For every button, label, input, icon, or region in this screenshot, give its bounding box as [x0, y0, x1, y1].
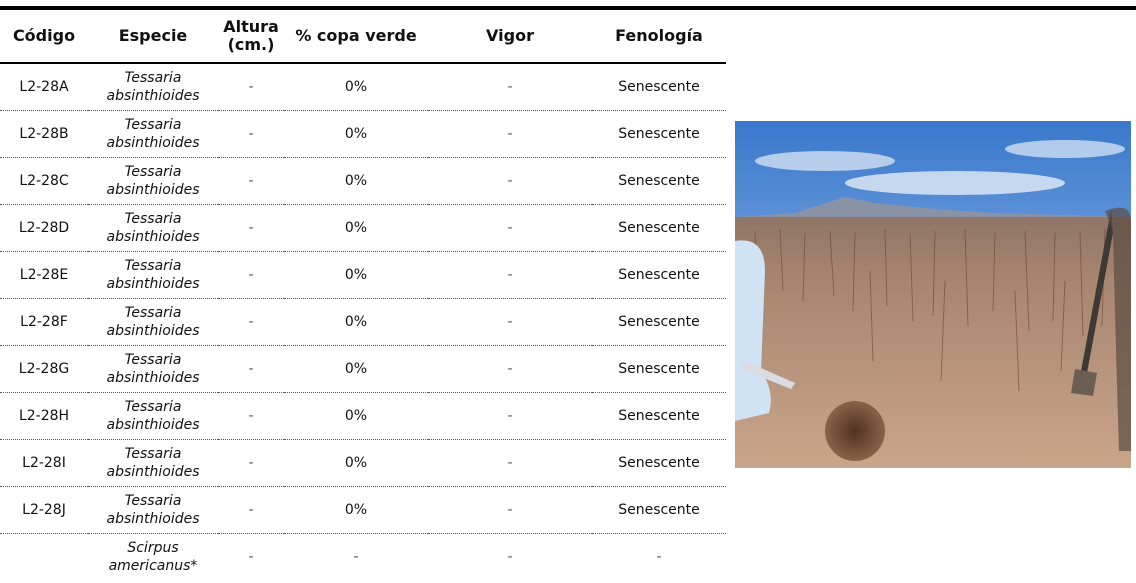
header-vigor: Vigor — [428, 10, 592, 64]
cell-especie: Tessaria absinthioides — [88, 298, 218, 346]
cell-fenologia: Senescente — [592, 251, 726, 299]
table-row: L2-28F Tessaria absinthioides - 0% - Sen… — [0, 298, 726, 346]
cell-copa: 0% — [284, 298, 428, 346]
cell-copa: 0% — [284, 439, 428, 487]
cell-codigo: L2-28D — [0, 204, 88, 252]
top-rule — [0, 6, 1136, 10]
cell-vigor: - — [428, 157, 592, 205]
cell-altura: - — [218, 298, 284, 346]
cell-especie: Scirpus americanus* — [108, 540, 198, 574]
cell-vigor: - — [428, 439, 592, 487]
table-header: Código Especie Altura (cm.) % copa verde… — [0, 10, 726, 64]
header-especie: Especie — [88, 10, 218, 64]
cell-fenologia: - — [656, 549, 662, 565]
cell-altura: - — [218, 63, 284, 111]
table-row: L2-28D Tessaria absinthioides - 0% - Sen… — [0, 204, 726, 252]
table-body: L2-28A Tessaria absinthioides - 0% - Sen… — [0, 63, 726, 580]
cell-especie: Tessaria absinthioides — [88, 63, 218, 111]
cell-codigo: L2-28H — [0, 392, 88, 440]
cell-altura: - — [218, 392, 284, 440]
field-photo-image — [735, 121, 1131, 468]
table-row: L2-28J Tessaria absinthioides - 0% - Sen… — [0, 486, 726, 534]
vegetation-table: Código Especie Altura (cm.) % copa verde… — [0, 10, 726, 580]
cell-vigor: - — [507, 549, 513, 565]
cell-altura: - — [218, 345, 284, 393]
cell-copa: 0% — [284, 392, 428, 440]
table-row: L2-28C Tessaria absinthioides - 0% - Sen… — [0, 157, 726, 205]
cell-altura: - — [218, 486, 284, 534]
cell-altura: - — [218, 157, 284, 205]
field-photo — [735, 121, 1131, 468]
cell-altura: - — [218, 439, 284, 487]
cell-codigo — [0, 534, 88, 581]
cell-vigor: - — [428, 392, 592, 440]
cell-vigor: - — [428, 298, 592, 346]
cell-especie: Tessaria absinthioides — [88, 251, 218, 299]
cell-fenologia: Senescente — [592, 298, 726, 346]
cell-codigo: L2-28G — [0, 345, 88, 393]
cell-copa: - — [353, 549, 359, 565]
cell-copa: 0% — [284, 63, 428, 111]
table-row: L2-28G Tessaria absinthioides - 0% - Sen… — [0, 345, 726, 393]
table-row: L2-28E Tessaria absinthioides - 0% - Sen… — [0, 251, 726, 299]
cell-fenologia: Senescente — [592, 486, 726, 534]
cell-altura: - — [218, 251, 284, 299]
cell-copa: 0% — [284, 204, 428, 252]
header-row: Código Especie Altura (cm.) % copa verde… — [0, 10, 726, 64]
cell-especie: Tessaria absinthioides — [88, 392, 218, 440]
cell-copa: 0% — [284, 251, 428, 299]
table-row: L2-28A Tessaria absinthioides - 0% - Sen… — [0, 63, 726, 111]
cell-codigo: L2-28B — [0, 110, 88, 158]
header-altura: Altura (cm.) — [218, 10, 284, 64]
cell-codigo: L2-28F — [0, 298, 88, 346]
cell-especie: Tessaria absinthioides — [88, 345, 218, 393]
cell-especie: Tessaria absinthioides — [88, 157, 218, 205]
cell-codigo: L2-28I — [0, 439, 88, 487]
header-copa-verde: % copa verde — [284, 10, 428, 64]
cell-vigor: - — [428, 486, 592, 534]
cell-vigor: - — [428, 204, 592, 252]
cell-fenologia: Senescente — [592, 345, 726, 393]
cell-copa: 0% — [284, 157, 428, 205]
cell-fenologia: Senescente — [592, 110, 726, 158]
cell-vigor: - — [428, 345, 592, 393]
cell-copa: 0% — [284, 486, 428, 534]
header-fenologia: Fenología — [592, 10, 726, 64]
vegetation-table-container: Código Especie Altura (cm.) % copa verde… — [0, 10, 726, 580]
cell-fenologia: Senescente — [592, 439, 726, 487]
cell-fenologia: Senescente — [592, 63, 726, 111]
table-row: L2-28I Tessaria absinthioides - 0% - Sen… — [0, 439, 726, 487]
cell-fenologia: Senescente — [592, 157, 726, 205]
cell-especie: Tessaria absinthioides — [88, 439, 218, 487]
cell-altura: - — [218, 204, 284, 252]
cell-especie: Tessaria absinthioides — [88, 204, 218, 252]
cell-codigo: L2-28C — [0, 157, 88, 205]
cell-copa: 0% — [284, 110, 428, 158]
cell-fenologia: Senescente — [592, 204, 726, 252]
cell-vigor: - — [428, 63, 592, 111]
cell-altura: - — [218, 110, 284, 158]
cell-codigo: L2-28E — [0, 251, 88, 299]
cell-codigo: L2-28A — [0, 63, 88, 111]
table-row: Scirpus americanus* - - - - — [0, 534, 726, 581]
cell-copa: 0% — [284, 345, 428, 393]
cell-vigor: - — [428, 251, 592, 299]
cell-especie: Tessaria absinthioides — [88, 486, 218, 534]
cell-fenologia: Senescente — [592, 392, 726, 440]
header-codigo: Código — [0, 10, 88, 64]
cell-vigor: - — [428, 110, 592, 158]
cell-altura: - — [248, 549, 254, 565]
cell-codigo: L2-28J — [0, 486, 88, 534]
cell-especie: Tessaria absinthioides — [88, 110, 218, 158]
table-row: L2-28H Tessaria absinthioides - 0% - Sen… — [0, 392, 726, 440]
table-row: L2-28B Tessaria absinthioides - 0% - Sen… — [0, 110, 726, 158]
